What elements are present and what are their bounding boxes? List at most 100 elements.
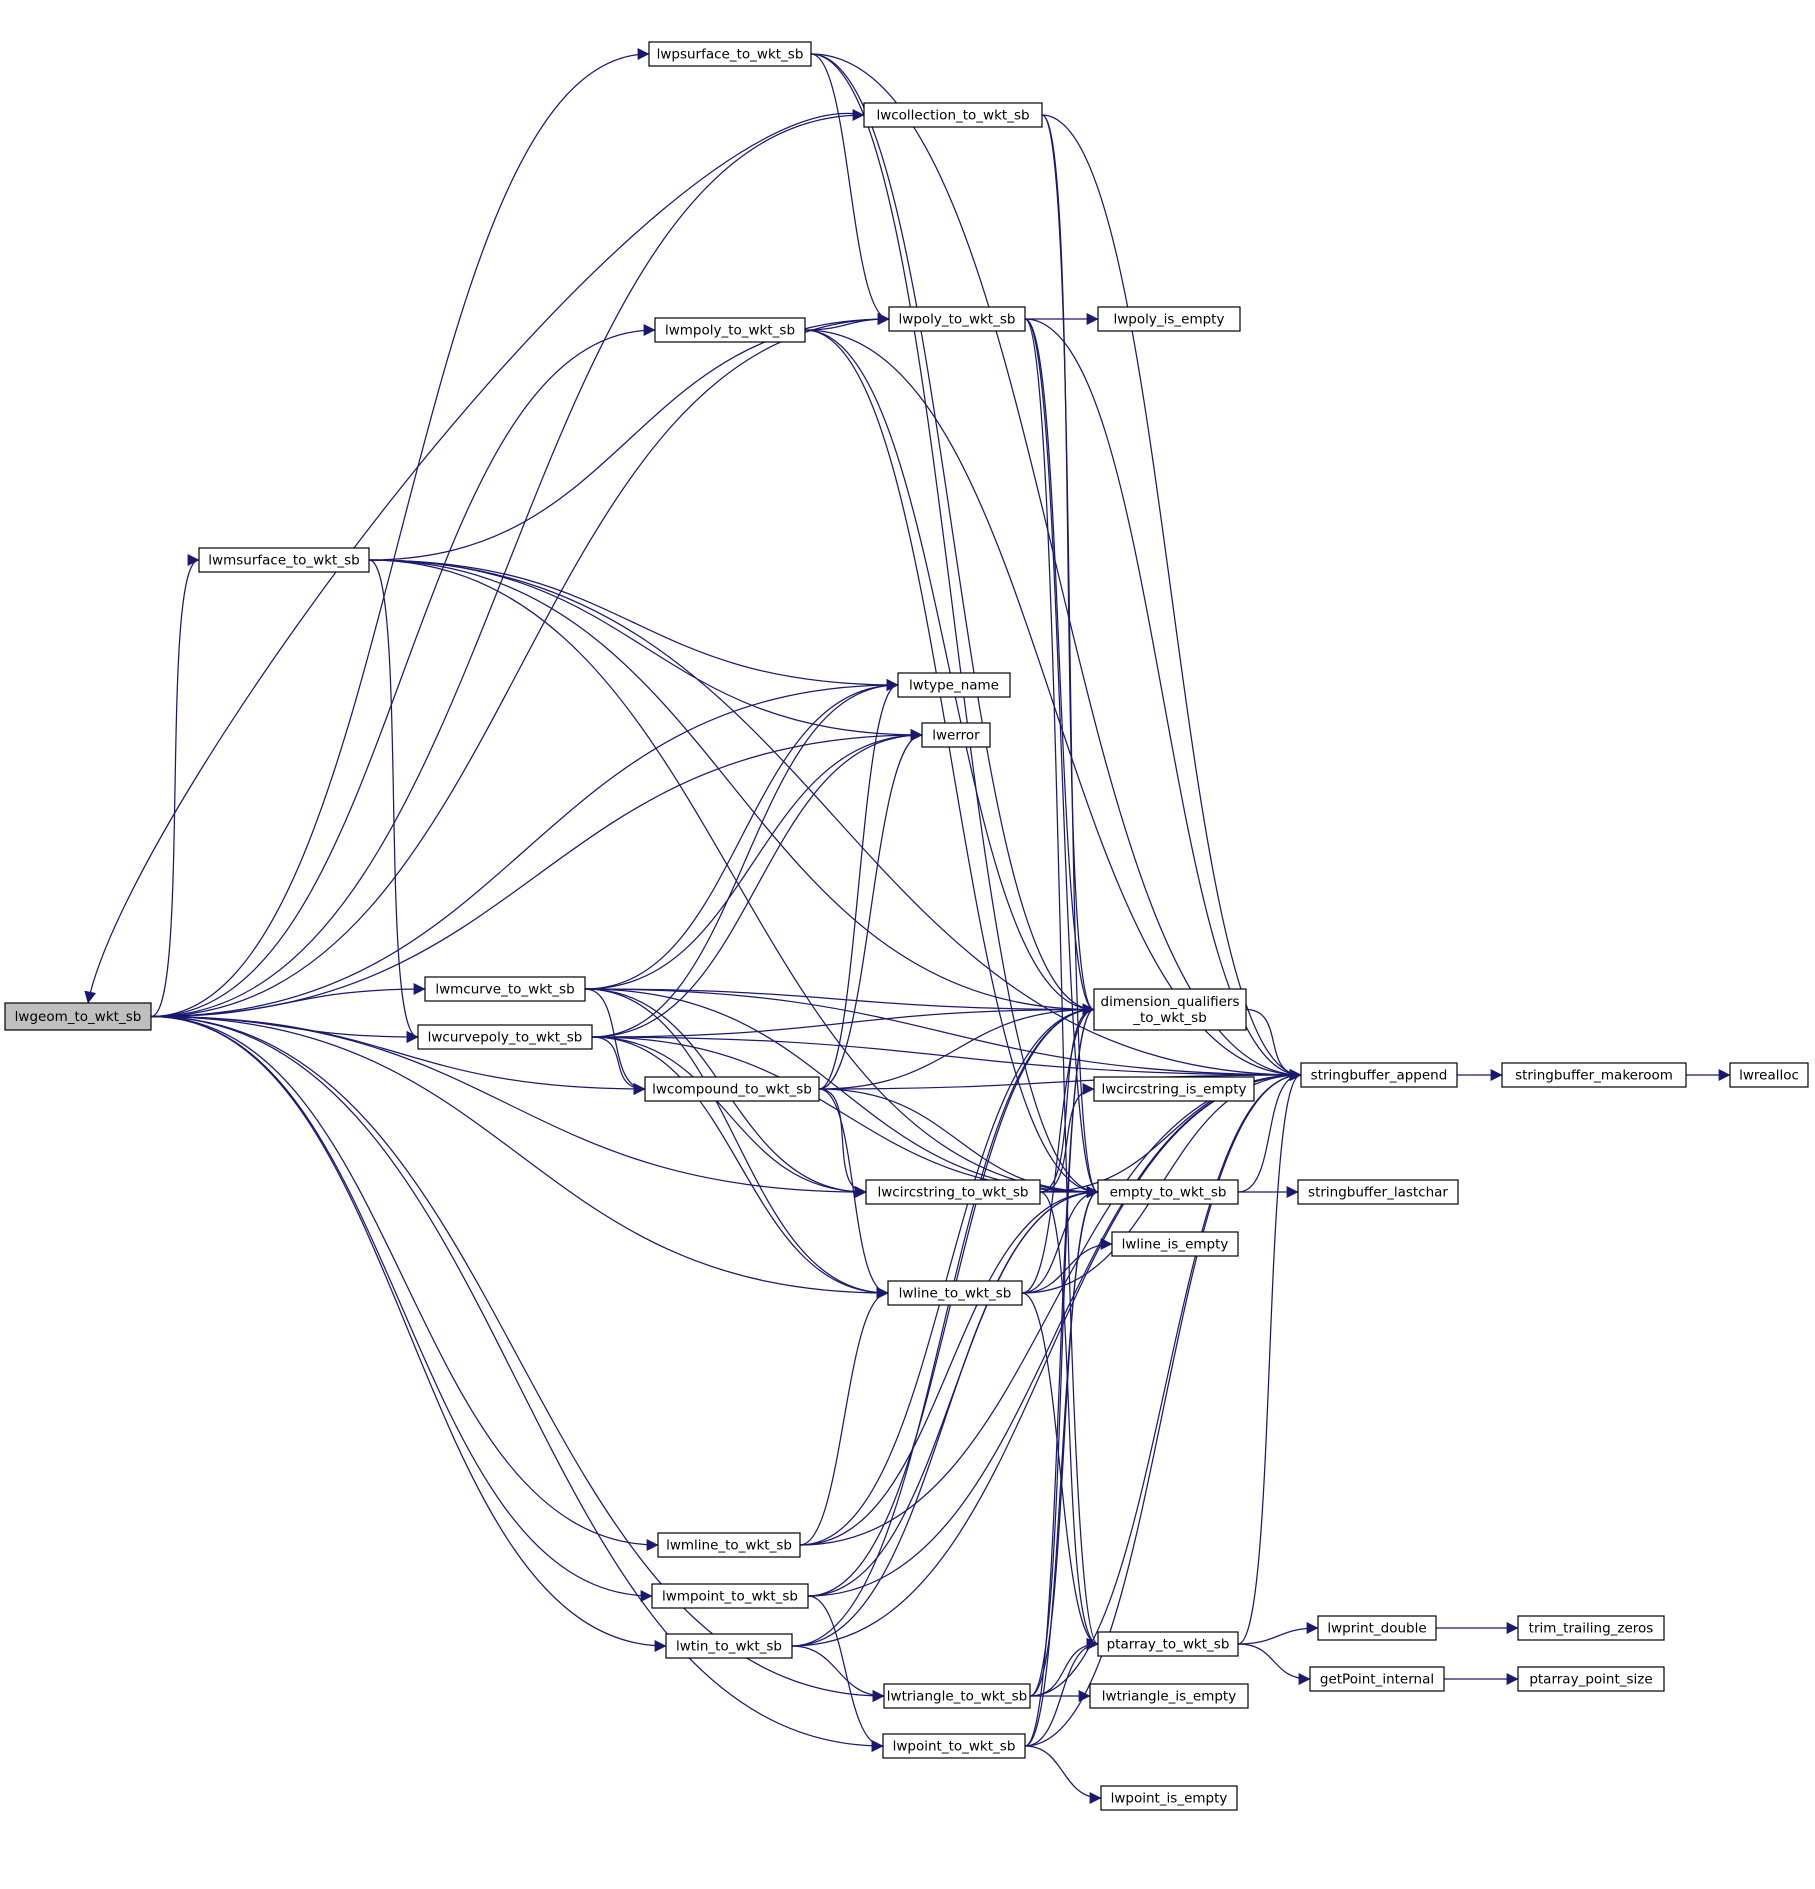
edge-lwgeom-to-lwpoint — [150, 1015, 884, 1752]
node-label: lwtin_to_wkt_sb — [676, 1639, 782, 1655]
node-label: lwrealloc — [1739, 1068, 1799, 1084]
node-box — [1309, 1666, 1445, 1692]
node-box — [648, 41, 812, 67]
edge-lwgeom-to-lwpoly — [150, 313, 890, 1018]
edge-lwmsurface-to-lwcurvepoly — [368, 559, 419, 1043]
node-box — [882, 1733, 1026, 1759]
node-dimq[interactable]: dimension_qualifiers_to_wkt_sb — [1093, 988, 1247, 1031]
node-label: lwgeom_to_wkt_sb — [15, 1009, 142, 1025]
node-sb-lastchar[interactable]: stringbuffer_lastchar — [1297, 1179, 1459, 1205]
node-lwmline[interactable]: lwmline_to_wkt_sb — [657, 1532, 801, 1558]
node-lwpoint[interactable]: lwpoint_to_wkt_sb — [882, 1733, 1026, 1759]
edge-lwpoint-to-sb-append — [1024, 1069, 1302, 1747]
node-label: lwmcurve_to_wkt_sb — [435, 982, 574, 998]
node-lwtype-name[interactable]: lwtype_name — [897, 672, 1011, 698]
node-box — [887, 1280, 1023, 1306]
edge-lwcurvepoly-to-lwerror — [591, 729, 923, 1038]
node-label: dimension_qualifiers — [1101, 994, 1240, 1010]
edge-lwgeom-to-lwline — [150, 1015, 889, 1299]
node-sb-makeroom[interactable]: stringbuffer_makeroom — [1501, 1062, 1687, 1088]
edge-lwpoly-to-sb-append — [1024, 318, 1302, 1081]
edge-lwcompound-to-lwline — [818, 1088, 889, 1299]
node-box — [1093, 1076, 1255, 1102]
edge-lwline-to-lwline-empty — [1021, 1238, 1113, 1294]
node-lwtri-empty[interactable]: lwtriangle_is_empty — [1089, 1683, 1249, 1709]
edge-lwcurvepoly-to-lwcompound — [591, 1036, 646, 1095]
edge-lwcompound-to-empty — [818, 1088, 1099, 1198]
node-box — [1089, 1683, 1249, 1709]
edge-lwtin-to-lwtriangle — [791, 1645, 885, 1702]
node-label: lwmsurface_to_wkt_sb — [208, 553, 359, 569]
edge-lwcompound-to-dimq — [818, 1003, 1095, 1090]
node-lwgeom[interactable]: lwgeom_to_wkt_sb — [4, 1002, 152, 1031]
edge-lwtin-to-dimq — [791, 1003, 1095, 1647]
edge-lwpsurface-to-lwpoly — [810, 53, 890, 325]
edge-lwgeom-to-lwtin — [150, 1015, 667, 1652]
node-lwline-empty[interactable]: lwline_is_empty — [1111, 1231, 1239, 1257]
node-lwmsurface[interactable]: lwmsurface_to_wkt_sb — [198, 547, 370, 573]
node-lwerror[interactable]: lwerror — [921, 722, 991, 748]
node-lwrealloc[interactable]: lwrealloc — [1729, 1062, 1809, 1088]
edge-lwcurvepoly-to-lwcirc — [591, 1036, 867, 1198]
node-lwpoly[interactable]: lwpoly_to_wkt_sb — [888, 306, 1026, 332]
edge-lwpsurface-to-empty — [810, 53, 1099, 1198]
node-lwcirc[interactable]: lwcircstring_to_wkt_sb — [865, 1179, 1041, 1205]
node-lwcirc-empty[interactable]: lwcircstring_is_empty — [1093, 1076, 1255, 1102]
edge-ptarray-to-lwprint-double — [1237, 1622, 1319, 1645]
edge-lwmpoly-to-sb-append — [804, 329, 1302, 1081]
node-lwmpoint[interactable]: lwmpoint_to_wkt_sb — [651, 1583, 809, 1609]
node-label: lwmpoly_to_wkt_sb — [665, 323, 795, 339]
node-box — [1300, 1062, 1458, 1088]
edge-lwgeom-to-lwmcurve — [150, 983, 426, 1018]
node-lwcollection[interactable]: lwcollection_to_wkt_sb — [863, 102, 1043, 128]
node-label: lwpoly_to_wkt_sb — [899, 312, 1016, 328]
node-box — [4, 1002, 152, 1031]
node-box — [417, 1024, 593, 1050]
node-lwtin[interactable]: lwtin_to_wkt_sb — [665, 1633, 793, 1659]
edge-lwtin-to-empty — [791, 1186, 1099, 1647]
node-trim[interactable]: trim_trailing_zeros — [1517, 1615, 1665, 1641]
edge-lwcurvepoly-to-lwtype-name — [591, 679, 899, 1038]
node-label: stringbuffer_append — [1311, 1068, 1448, 1084]
node-label: stringbuffer_lastchar — [1308, 1185, 1448, 1201]
edge-lwcirc-to-lwcirc-empty — [1039, 1083, 1095, 1193]
node-getpoint[interactable]: getPoint_internal — [1309, 1666, 1445, 1692]
edge-lwcollection-to-lwgeom — [84, 112, 865, 1004]
node-label: ptarray_point_size — [1529, 1672, 1652, 1688]
node-box — [1097, 1631, 1239, 1657]
node-box — [1729, 1062, 1809, 1088]
node-label: lwerror — [932, 728, 980, 744]
node-box — [1093, 988, 1247, 1031]
node-ptarray[interactable]: ptarray_to_wkt_sb — [1097, 1631, 1239, 1657]
edge-lwmpoint-to-lwpoint — [807, 1595, 884, 1752]
node-lwtriangle[interactable]: lwtriangle_to_wkt_sb — [883, 1683, 1031, 1709]
node-empty[interactable]: empty_to_wkt_sb — [1097, 1179, 1239, 1205]
edge-lwpoly-to-dimq — [1024, 318, 1095, 1016]
edge-lwline-to-dimq — [1021, 1003, 1095, 1294]
node-box — [665, 1633, 793, 1659]
node-lwline[interactable]: lwline_to_wkt_sb — [887, 1280, 1023, 1306]
node-label: ptarray_to_wkt_sb — [1107, 1637, 1230, 1653]
node-lwcurvepoly[interactable]: lwcurvepoly_to_wkt_sb — [417, 1024, 593, 1050]
edge-lwmcurve-to-lwtype-name — [584, 679, 899, 990]
node-box — [654, 317, 806, 343]
node-pt-size[interactable]: ptarray_point_size — [1517, 1666, 1665, 1692]
edge-lwmline-to-sb-append — [799, 1069, 1302, 1546]
node-lwmcurve[interactable]: lwmcurve_to_wkt_sb — [424, 976, 586, 1002]
node-lwpsurface[interactable]: lwpsurface_to_wkt_sb — [648, 41, 812, 67]
node-lwpoly-empty[interactable]: lwpoly_is_empty — [1097, 306, 1241, 332]
edge-lwpoint-to-empty — [1024, 1186, 1099, 1747]
node-lwmpoly[interactable]: lwmpoly_to_wkt_sb — [654, 317, 806, 343]
node-label: lwpoly_is_empty — [1114, 312, 1225, 328]
node-sb-append[interactable]: stringbuffer_append — [1300, 1062, 1458, 1088]
edge-lwpoly-to-ptarray — [1024, 318, 1099, 1650]
edge-lwgeom-to-lwtype-name — [150, 679, 899, 1018]
node-label: getPoint_internal — [1320, 1672, 1434, 1688]
node-lwcompound[interactable]: lwcompound_to_wkt_sb — [644, 1076, 820, 1102]
edge-lwline-to-empty — [1021, 1186, 1099, 1294]
node-lwprint-double[interactable]: lwprint_double — [1317, 1615, 1437, 1641]
node-label: lwtype_name — [909, 678, 999, 694]
node-lwpoint-empty[interactable]: lwpoint_is_empty — [1100, 1785, 1238, 1811]
edge-lwcompound-to-lwcirc — [818, 1088, 867, 1198]
